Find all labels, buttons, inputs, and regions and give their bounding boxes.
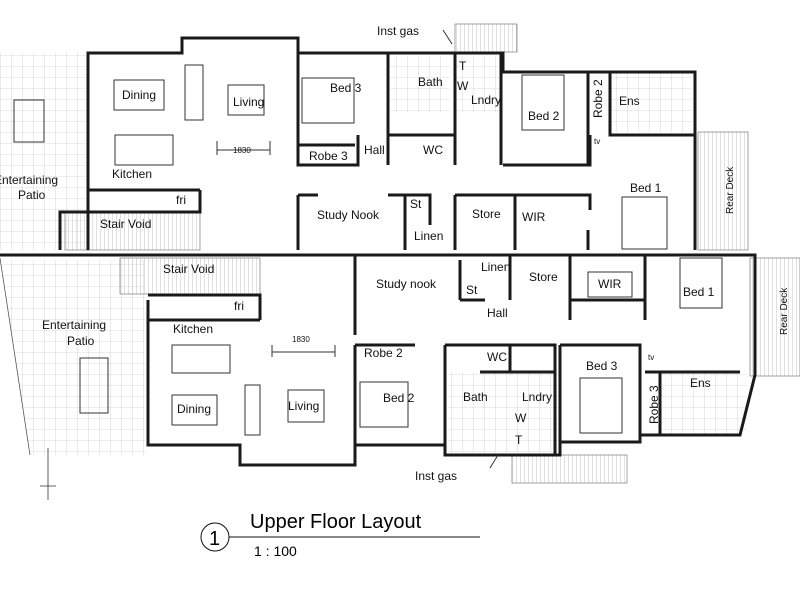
label-wir: WIR <box>522 210 546 224</box>
label-bath: Bath <box>418 75 443 89</box>
label-st: St <box>466 283 478 297</box>
label-laundry: Lndry <box>471 93 501 107</box>
kitchen-island <box>114 134 174 166</box>
label-robe2: Robe 2 <box>364 346 403 360</box>
patio-table <box>13 99 45 143</box>
coffee-table <box>227 84 265 116</box>
sofa <box>184 64 204 121</box>
laundry-tiles <box>455 56 501 112</box>
coffee-table <box>287 389 325 423</box>
label-hall: Hall <box>487 306 508 320</box>
label-hall: Hall <box>364 143 385 157</box>
upper-labels: Dining Living Kitchen Entertaining Patio… <box>0 24 736 243</box>
label-laundry: Lndry <box>522 390 552 404</box>
wir-shelf <box>587 271 633 298</box>
label-living: Living <box>288 399 319 413</box>
label-rear-deck: Rear Deck <box>725 166 736 214</box>
bed2-bed <box>359 381 409 428</box>
rear-steps <box>454 23 518 53</box>
label-study: Study nook <box>376 277 437 291</box>
label-robe2: Robe 2 <box>591 79 605 118</box>
label-bath: Bath <box>463 390 488 404</box>
title-block: 1 Upper Floor Layout 1 : 100 <box>200 511 480 559</box>
label-fridge: fri <box>234 299 244 313</box>
label-robe3: Robe 3 <box>309 149 348 163</box>
patio-table <box>79 357 109 414</box>
label-rear-deck: Rear Deck <box>779 287 790 335</box>
label-store: Store <box>472 207 501 221</box>
label-bed3: Bed 3 <box>586 359 618 373</box>
label-dining: Dining <box>177 402 211 416</box>
lower-unit <box>0 253 800 500</box>
label-patio: Entertaining <box>0 173 58 187</box>
label-washer: W <box>515 411 527 425</box>
label-store: Store <box>529 270 558 284</box>
label-kitchen: Kitchen <box>173 322 213 336</box>
label-linen: Linen <box>414 229 443 243</box>
rear-steps <box>511 454 628 484</box>
ensuite-tiles <box>608 72 692 132</box>
label-tv: tv <box>594 137 600 146</box>
label-dimension: 1830 <box>233 146 251 155</box>
label-wc: WC <box>423 143 443 157</box>
dining-table <box>171 394 218 426</box>
label-bed2: Bed 2 <box>383 391 415 405</box>
patio-paving <box>0 260 145 455</box>
sofa <box>244 384 261 436</box>
label-washer: W <box>457 79 469 93</box>
label-stair-void: Stair Void <box>100 217 151 231</box>
label-wir: WIR <box>598 277 622 291</box>
bed3-bed <box>301 77 355 124</box>
bed1-bed <box>679 257 723 309</box>
ensuite-tiles <box>662 372 747 434</box>
label-bed1: Bed 1 <box>683 285 715 299</box>
rear-deck <box>749 257 800 377</box>
label-tub: T <box>459 59 467 73</box>
label-fridge: fri <box>176 193 186 207</box>
label-patio-2: Patio <box>67 334 95 348</box>
upper-unit <box>0 23 749 251</box>
centerline-icon <box>40 448 56 500</box>
label-ensuite: Ens <box>619 94 640 108</box>
label-inst-gas: Inst gas <box>415 469 457 483</box>
bed1-bed <box>621 196 668 250</box>
drawing-title: Upper Floor Layout <box>250 511 422 533</box>
bed2-bed <box>521 74 565 131</box>
label-tv: tv <box>648 353 654 362</box>
label-stair-void: Stair Void <box>163 262 214 276</box>
kitchen-island <box>171 344 231 374</box>
label-robe3: Robe 3 <box>647 385 661 424</box>
label-study: Study Nook <box>317 208 380 222</box>
label-bed1: Bed 1 <box>630 181 662 195</box>
label-patio: Entertaining <box>42 318 106 332</box>
rear-deck <box>697 131 749 251</box>
drawing-number: 1 <box>209 528 220 550</box>
label-tub: T <box>515 433 523 447</box>
label-living: Living <box>233 95 264 109</box>
label-st: St <box>410 197 422 211</box>
dining-table <box>113 79 165 111</box>
lower-labels: Stair Void fri Kitchen Entertaining Pati… <box>42 260 790 483</box>
label-linen: Linen <box>481 260 510 274</box>
stair-void-treads <box>119 257 261 295</box>
label-bed2: Bed 2 <box>528 109 560 123</box>
label-dining: Dining <box>122 88 156 102</box>
label-bed3: Bed 3 <box>330 81 362 95</box>
label-patio-2: Patio <box>18 188 46 202</box>
label-wc: WC <box>487 350 507 364</box>
bed3-bed <box>579 377 623 434</box>
bath-laundry-tiles <box>448 372 558 452</box>
label-inst-gas: Inst gas <box>377 24 419 38</box>
bath-tiles <box>390 56 450 112</box>
drawing-scale: 1 : 100 <box>254 543 297 559</box>
label-ensuite: Ens <box>690 376 711 390</box>
label-dimension: 1830 <box>292 335 310 344</box>
label-kitchen: Kitchen <box>112 167 152 181</box>
